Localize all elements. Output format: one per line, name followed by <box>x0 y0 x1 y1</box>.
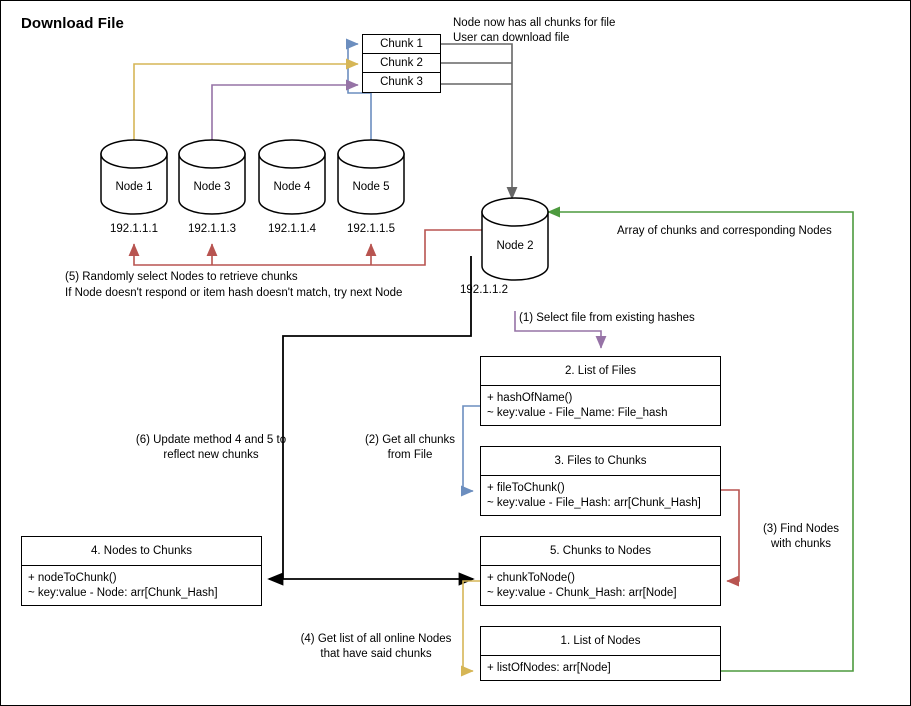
class-box-title: 1. List of Nodes <box>481 627 720 656</box>
class-box-title: 3. Files to Chunks <box>481 447 720 476</box>
node-label-3: Node 3 <box>193 181 231 193</box>
class-member: + hashOfName() <box>487 392 573 404</box>
node-cylinder-4 <box>258 139 326 215</box>
node-label-4: Node 4 <box>273 181 311 193</box>
class-member: ~ key:value - Chunk_Hash: arr[Node] <box>487 587 677 599</box>
class-member: + listOfNodes: arr[Node] <box>487 662 611 674</box>
node-label-1: Node 1 <box>115 181 153 193</box>
note-step5-line2: If Node doesn't respond or item hash doe… <box>65 287 403 299</box>
edge-files-to-chunks-to-chunks-to-nodes <box>721 489 740 587</box>
class-member: + fileToChunk() <box>487 482 565 494</box>
node-ip-5: 192.1.1.5 <box>347 223 395 235</box>
note-step3-line2: with chunks <box>770 538 832 550</box>
node-cylinder-3 <box>178 139 246 215</box>
class-box-body: + chunkToNode() ~ key:value - Chunk_Hash… <box>481 566 720 605</box>
class-member: ~ key:value - File_Name: File_hash <box>487 407 668 419</box>
note-step2-line2: from File <box>387 449 433 461</box>
node-label-2: Node 2 <box>496 240 534 252</box>
class-box-chunks-to-nodes[interactable]: 5. Chunks to Nodes + chunkToNode() ~ key… <box>480 536 721 606</box>
class-box-body: + nodeToChunk() ~ key:value - Node: arr[… <box>22 566 261 605</box>
note-step1: (1) Select file from existing hashes <box>519 312 695 324</box>
class-box-files-to-chunks[interactable]: 3. Files to Chunks + fileToChunk() ~ key… <box>480 446 721 516</box>
class-box-title: 5. Chunks to Nodes <box>481 537 720 566</box>
note-step2-line1: (2) Get all chunks <box>364 434 456 446</box>
note-step3-line1: (3) Find Nodes <box>762 523 840 535</box>
class-member: ~ key:value - Node: arr[Chunk_Hash] <box>28 587 218 599</box>
node-ip-1: 192.1.1.1 <box>110 223 158 235</box>
class-box-list-of-files[interactable]: 2. List of Files + hashOfName() ~ key:va… <box>480 356 721 426</box>
note-step6-line2: reflect new chunks <box>163 449 259 461</box>
edge-chunk1-to-node2 <box>441 43 518 200</box>
node-cylinder-1 <box>100 139 168 215</box>
note-user-can-download: User can download file <box>453 32 570 44</box>
node-cylinder-5 <box>337 139 405 215</box>
note-step4-line2: that have said chunks <box>320 648 432 660</box>
class-member: ~ key:value - File_Hash: arr[Chunk_Hash] <box>487 497 701 509</box>
class-member: + chunkToNode() <box>487 572 575 584</box>
chunk-row-1[interactable]: Chunk 1 <box>363 35 440 54</box>
note-node-has-all-chunks: Node now has all chunks for file <box>453 17 616 29</box>
class-box-body: + fileToChunk() ~ key:value - File_Hash:… <box>481 476 720 515</box>
page-title: Download File <box>21 15 124 32</box>
class-box-list-of-nodes[interactable]: 1. List of Nodes + listOfNodes: arr[Node… <box>480 626 721 681</box>
note-step4-line1: (4) Get list of all online Nodes <box>300 633 452 645</box>
class-box-title: 4. Nodes to Chunks <box>22 537 261 566</box>
node-ip-4: 192.1.1.4 <box>268 223 316 235</box>
note-array-of-chunks: Array of chunks and corresponding Nodes <box>617 225 832 237</box>
edge-list-of-files-to-files-to-chunks <box>461 405 480 497</box>
edge-node1-to-chunk2 <box>133 58 359 141</box>
chunk-row-3[interactable]: Chunk 3 <box>363 73 440 92</box>
class-box-title: 2. List of Files <box>481 357 720 386</box>
class-member: + nodeToChunk() <box>28 572 117 584</box>
node-ip-3: 192.1.1.3 <box>188 223 236 235</box>
edge-node3-to-chunk3 <box>211 79 359 141</box>
note-step5-line1: (5) Randomly select Nodes to retrieve ch… <box>65 271 298 283</box>
node-ip-2: 192.1.1.2 <box>460 284 508 296</box>
edge-node2-to-method-updates <box>282 256 475 586</box>
chunk-row-2[interactable]: Chunk 2 <box>363 54 440 73</box>
chunk-stack: Chunk 1 Chunk 2 Chunk 3 <box>362 34 441 93</box>
node-cylinder-2 <box>481 197 549 281</box>
class-box-body: + listOfNodes: arr[Node] <box>481 656 720 680</box>
node-label-5: Node 5 <box>352 181 390 193</box>
edge-node2-to-nodes-retrieve <box>128 229 482 266</box>
class-box-nodes-to-chunks[interactable]: 4. Nodes to Chunks + nodeToChunk() ~ key… <box>21 536 262 606</box>
note-step6-line1: (6) Update method 4 and 5 to <box>135 434 287 446</box>
class-box-body: + hashOfName() ~ key:value - File_Name: … <box>481 386 720 425</box>
